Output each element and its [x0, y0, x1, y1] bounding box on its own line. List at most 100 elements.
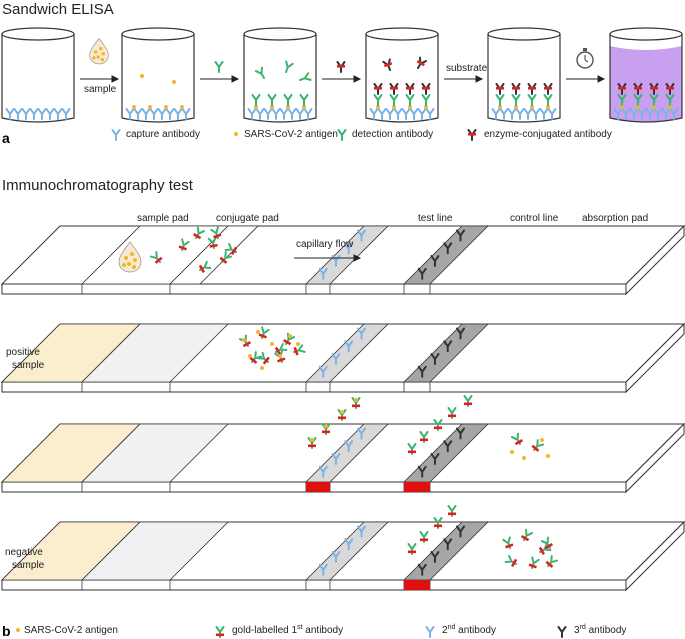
- capillary-flow-label: capillary flow: [296, 239, 354, 250]
- capture-antibody: [29, 108, 39, 120]
- capture-antibody: [21, 108, 31, 120]
- antigen: [180, 105, 184, 109]
- enzyme-antibody: [511, 83, 521, 95]
- capture-antibody: [263, 108, 273, 120]
- capillary-flow-arrow: [294, 254, 362, 262]
- negative-label: negative: [5, 547, 43, 558]
- capture-antibody: [247, 108, 257, 120]
- capture-antibody: [271, 108, 281, 120]
- panel-b-title: Immunochromatography test: [2, 177, 194, 194]
- capture-antibody: [141, 108, 151, 120]
- panel-b-label: b: [2, 623, 11, 639]
- panel-a-label: a: [2, 130, 10, 146]
- legend-capture-antibody-label: capture antibody: [126, 129, 200, 140]
- capture-antibody: [165, 108, 175, 120]
- capture-antibody: [539, 108, 549, 120]
- enzyme-antibody: [405, 83, 415, 95]
- capture-antibody: [53, 108, 63, 120]
- antigen: [288, 334, 292, 338]
- antigen: [540, 438, 544, 442]
- antigen: [256, 330, 260, 334]
- capture-antibody: [133, 108, 143, 120]
- capture-antibody: [255, 108, 265, 120]
- legend-b-gold-antibody-label: gold-labelled 1st antibody: [232, 624, 343, 636]
- antigen: [278, 354, 282, 358]
- negative-sample-label: sample: [12, 560, 45, 571]
- legend-detection-antibody-label: detection antibody: [352, 129, 433, 140]
- detection-antibody: [251, 94, 261, 106]
- enzyme-antibody: [421, 83, 431, 95]
- enzyme-antibody-icon: [336, 61, 346, 73]
- legend-b-gold-antibody-icon: [215, 626, 225, 638]
- capture-antibody: [181, 108, 191, 120]
- enzyme-antibody: [381, 58, 395, 73]
- legend-b-third-antibody-label: 3rd antibody: [574, 624, 626, 636]
- detection-antibody: [511, 94, 521, 106]
- detection-antibody: [405, 94, 415, 106]
- capture-antibody: [295, 108, 305, 120]
- antigen: [132, 105, 136, 109]
- capture-antibody: [425, 108, 435, 120]
- elisa-well: [121, 27, 195, 123]
- legend-b-antigen-icon: [16, 628, 20, 632]
- capture-antibody: [507, 108, 517, 120]
- enzyme-antibody: [413, 56, 428, 71]
- antigen: [310, 438, 314, 442]
- legend-b-second-antibody-icon: [425, 626, 435, 638]
- legend-detection-antibody-icon: [337, 129, 347, 141]
- antigen: [324, 424, 328, 428]
- legend-capture-antibody-icon: [111, 129, 121, 141]
- elisa-well: [1, 27, 75, 123]
- test-strip: [0, 422, 685, 494]
- antigen: [510, 450, 514, 454]
- zone-label-absorption-pad: absorption pad: [582, 213, 648, 224]
- zone-label-control-line: control line: [510, 213, 559, 224]
- gold-antibody: [447, 505, 457, 517]
- antigen: [148, 105, 152, 109]
- detection-antibody-icon: [214, 61, 224, 73]
- positive-sample-label: sample: [12, 360, 45, 371]
- legend-a: capture antibody SARS-CoV-2 antigen dete…: [111, 129, 612, 141]
- detection-antibody: [527, 94, 537, 106]
- capture-antibody: [499, 108, 509, 120]
- antigen: [522, 456, 526, 460]
- zone-label-conjugate-pad: conjugate pad: [216, 213, 279, 224]
- elisa-well: [243, 27, 317, 123]
- stopwatch-icon: [576, 48, 594, 69]
- detection-antibody: [373, 94, 383, 106]
- antigen: [140, 74, 144, 78]
- capture-antibody: [279, 108, 289, 120]
- detection-antibody: [421, 94, 431, 106]
- test-strip: [0, 520, 685, 592]
- positive-label: positive: [6, 347, 40, 358]
- legend-b-third-antibody-icon: [557, 626, 567, 638]
- elisa-arrows: [80, 75, 606, 83]
- capture-antibody: [13, 108, 23, 120]
- enzyme-antibody: [495, 83, 505, 95]
- zone-label-sample-pad: sample pad: [137, 213, 189, 224]
- gold-antibody: [463, 395, 473, 407]
- enzyme-antibody: [543, 83, 553, 95]
- enzyme-antibody: [389, 83, 399, 95]
- capture-antibody: [417, 108, 427, 120]
- capture-antibody: [37, 108, 47, 120]
- strips: [0, 224, 685, 592]
- gold-antibody: [447, 407, 457, 419]
- antigen: [354, 398, 358, 402]
- elisa-well: [365, 27, 439, 123]
- legend-b: SARS-CoV-2 antigen gold-labelled 1st ant…: [16, 624, 626, 638]
- capture-antibody: [515, 108, 525, 120]
- legend-antigen-label: SARS-CoV-2 antigen: [244, 129, 338, 140]
- elisa-well: [487, 27, 561, 123]
- antigen: [172, 80, 176, 84]
- arrow-label-substrate: substrate: [446, 63, 488, 74]
- legend-antigen-icon: [234, 132, 238, 136]
- capture-antibody: [61, 108, 71, 120]
- capture-antibody: [531, 108, 541, 120]
- panel-a-title: Sandwich ELISA: [2, 1, 114, 18]
- capture-antibody: [5, 108, 15, 120]
- antigen: [242, 338, 246, 342]
- capture-antibody: [287, 108, 297, 120]
- capture-antibody: [409, 108, 419, 120]
